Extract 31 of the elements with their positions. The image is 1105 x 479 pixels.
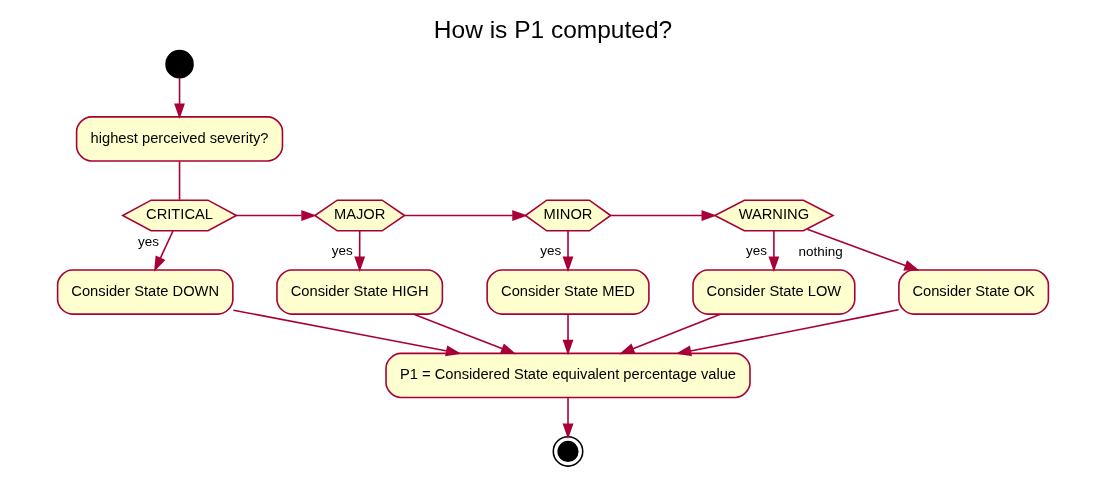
connector xyxy=(178,159,180,201)
edge-label: yes xyxy=(331,242,353,258)
edge-label: yes xyxy=(745,242,767,258)
edge-label: yes xyxy=(539,242,561,258)
arrow xyxy=(806,227,920,271)
node-circle xyxy=(552,435,583,467)
arrow xyxy=(232,308,461,356)
arrow xyxy=(234,209,317,221)
node-box: Consider State MED xyxy=(485,268,650,315)
node-circle xyxy=(164,49,194,78)
arrow xyxy=(173,76,185,119)
node-box: Consider State HIGH xyxy=(275,268,443,315)
edge-label: yes xyxy=(137,233,159,249)
arrow xyxy=(353,229,365,272)
arrow xyxy=(609,209,717,221)
arrow xyxy=(562,313,573,355)
node-box: P1 = Considered State equivalent percentage value xyxy=(384,352,751,398)
arrow xyxy=(403,209,528,221)
arrow xyxy=(412,313,516,354)
node-box: highest perceived severity? xyxy=(75,115,283,162)
node-box: Consider State DOWN xyxy=(56,268,234,315)
arrow xyxy=(675,308,899,356)
node-box: Consider State LOW xyxy=(691,268,856,315)
edge-label: nothing xyxy=(798,243,843,259)
node-box: Consider State OK xyxy=(897,268,1049,315)
arrow xyxy=(562,229,573,272)
arrow xyxy=(618,313,721,354)
arrow xyxy=(153,229,174,272)
diagram-title: How is P1 computed? xyxy=(433,15,672,43)
arrow xyxy=(562,396,573,439)
arrow xyxy=(767,229,779,272)
